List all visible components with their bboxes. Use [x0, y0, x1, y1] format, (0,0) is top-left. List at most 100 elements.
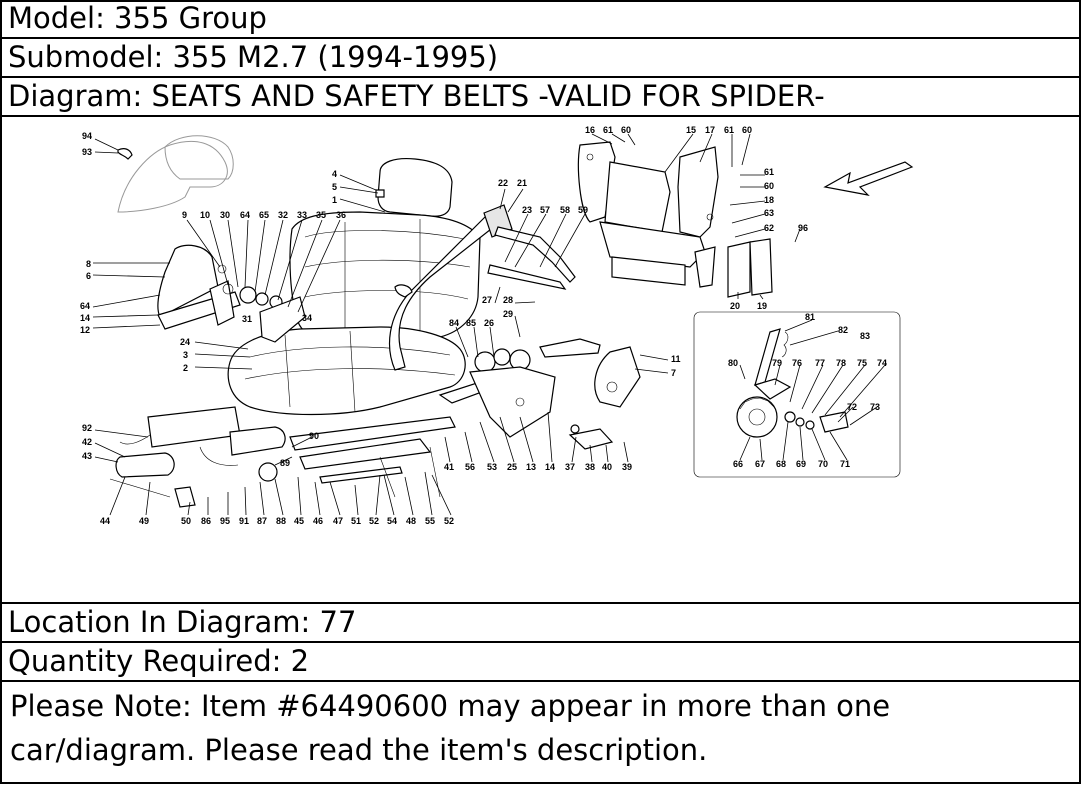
callout-label: 18	[764, 195, 774, 205]
callout-label: 10	[200, 210, 210, 220]
callout-label: 23	[522, 205, 532, 215]
callout-label: 60	[742, 125, 752, 135]
callout-label: 51	[351, 516, 361, 526]
callout-label: 56	[465, 462, 475, 472]
callout-label: 78	[836, 358, 846, 368]
callout-label: 19	[757, 301, 767, 311]
callout-label: 9	[182, 210, 187, 220]
callout-label: 43	[82, 451, 92, 461]
callout-label: 32	[278, 210, 288, 220]
callout-label: 17	[705, 125, 715, 135]
submodel-row: Submodel: 355 M2.7 (1994-1995)	[0, 39, 1079, 78]
callout-label: 7	[671, 368, 676, 378]
callout-label: 6	[86, 271, 91, 281]
callout-label: 14	[545, 462, 555, 472]
callout-label: 25	[507, 462, 517, 472]
callout-label: 69	[796, 459, 806, 469]
callout-label: 41	[444, 462, 454, 472]
callout-label: 24	[180, 337, 190, 347]
callout-label: 57	[540, 205, 550, 215]
callout-label: 92	[82, 423, 92, 433]
callout-label: 60	[621, 125, 631, 135]
callout-label: 27	[482, 295, 492, 305]
callout-label: 33	[297, 210, 307, 220]
callout-label: 60	[764, 181, 774, 191]
callout-label: 22	[498, 178, 508, 188]
callout-label: 67	[755, 459, 765, 469]
callout-label: 47	[333, 516, 343, 526]
callout-label: 91	[239, 516, 249, 526]
callout-label: 29	[503, 309, 513, 319]
callout-label: 20	[730, 301, 740, 311]
callout-label: 62	[764, 223, 774, 233]
callout-label: 79	[772, 358, 782, 368]
note-text: Please Note: Item #64490600 may appear i…	[10, 689, 891, 767]
callout-label: 15	[686, 125, 696, 135]
callout-label: 87	[257, 516, 267, 526]
callout-label: 64	[240, 210, 250, 220]
callout-label: 85	[466, 318, 476, 328]
callout-label: 61	[724, 125, 734, 135]
callout-label: 28	[503, 295, 513, 305]
parts-diagram: 94 93 4 5 1 9 10 30 64 65 32 33 35 36 8 …	[0, 117, 1079, 604]
location-row: Location In Diagram: 77	[0, 604, 1079, 643]
callout-label: 4	[332, 169, 337, 179]
callout-label: 89	[280, 458, 290, 468]
callout-label: 59	[578, 205, 588, 215]
callout-label: 13	[526, 462, 536, 472]
callout-label: 37	[565, 462, 575, 472]
callout-label: 34	[302, 313, 312, 323]
callout-label: 61	[603, 125, 613, 135]
callout-label: 95	[220, 516, 230, 526]
callout-label: 68	[776, 459, 786, 469]
callout-label: 83	[860, 331, 870, 341]
callout-label: 16	[585, 125, 595, 135]
callout-label: 3	[183, 350, 188, 360]
callout-label: 74	[877, 358, 887, 368]
model-row: Model: 355 Group	[0, 0, 1079, 39]
callout-label: 52	[369, 516, 379, 526]
callout-label: 21	[517, 178, 527, 188]
callout-label: 31	[242, 314, 252, 324]
callout-label: 66	[733, 459, 743, 469]
callout-label: 82	[838, 325, 848, 335]
callout-label: 84	[449, 318, 459, 328]
callout-label: 96	[798, 223, 808, 233]
callout-label: 5	[332, 182, 337, 192]
callout-label: 71	[840, 459, 850, 469]
callout-label: 63	[764, 208, 774, 218]
callout-label: 75	[857, 358, 867, 368]
callout-label: 42	[82, 437, 92, 447]
diagram-title-row: Diagram: SEATS AND SAFETY BELTS -VALID F…	[0, 78, 1079, 117]
callout-label: 14	[80, 313, 90, 323]
callout-label: 61	[764, 167, 774, 177]
callout-label: 52	[444, 516, 454, 526]
callout-label: 54	[387, 516, 397, 526]
callout-label: 73	[870, 402, 880, 412]
callout-label: 81	[805, 312, 815, 322]
callout-label: 93	[82, 147, 92, 157]
callout-label: 46	[313, 516, 323, 526]
callout-label: 48	[406, 516, 416, 526]
callout-label: 30	[220, 210, 230, 220]
callout-label: 58	[560, 205, 570, 215]
callout-label: 94	[82, 131, 92, 141]
callout-label: 2	[183, 363, 188, 373]
callout-label: 44	[100, 516, 110, 526]
quantity-row: Quantity Required: 2	[0, 643, 1079, 682]
callout-label: 90	[309, 431, 319, 441]
callout-label: 35	[316, 210, 326, 220]
callout-label: 80	[728, 358, 738, 368]
callout-label: 12	[80, 325, 90, 335]
callout-label: 49	[139, 516, 149, 526]
callout-label: 8	[86, 259, 91, 269]
callout-label: 38	[585, 462, 595, 472]
callout-label: 86	[201, 516, 211, 526]
callout-label: 72	[847, 402, 857, 412]
callout-label: 40	[602, 462, 612, 472]
callout-label: 11	[671, 354, 681, 364]
callout-label: 55	[425, 516, 435, 526]
callout-label: 70	[818, 459, 828, 469]
callout-label: 53	[487, 462, 497, 472]
